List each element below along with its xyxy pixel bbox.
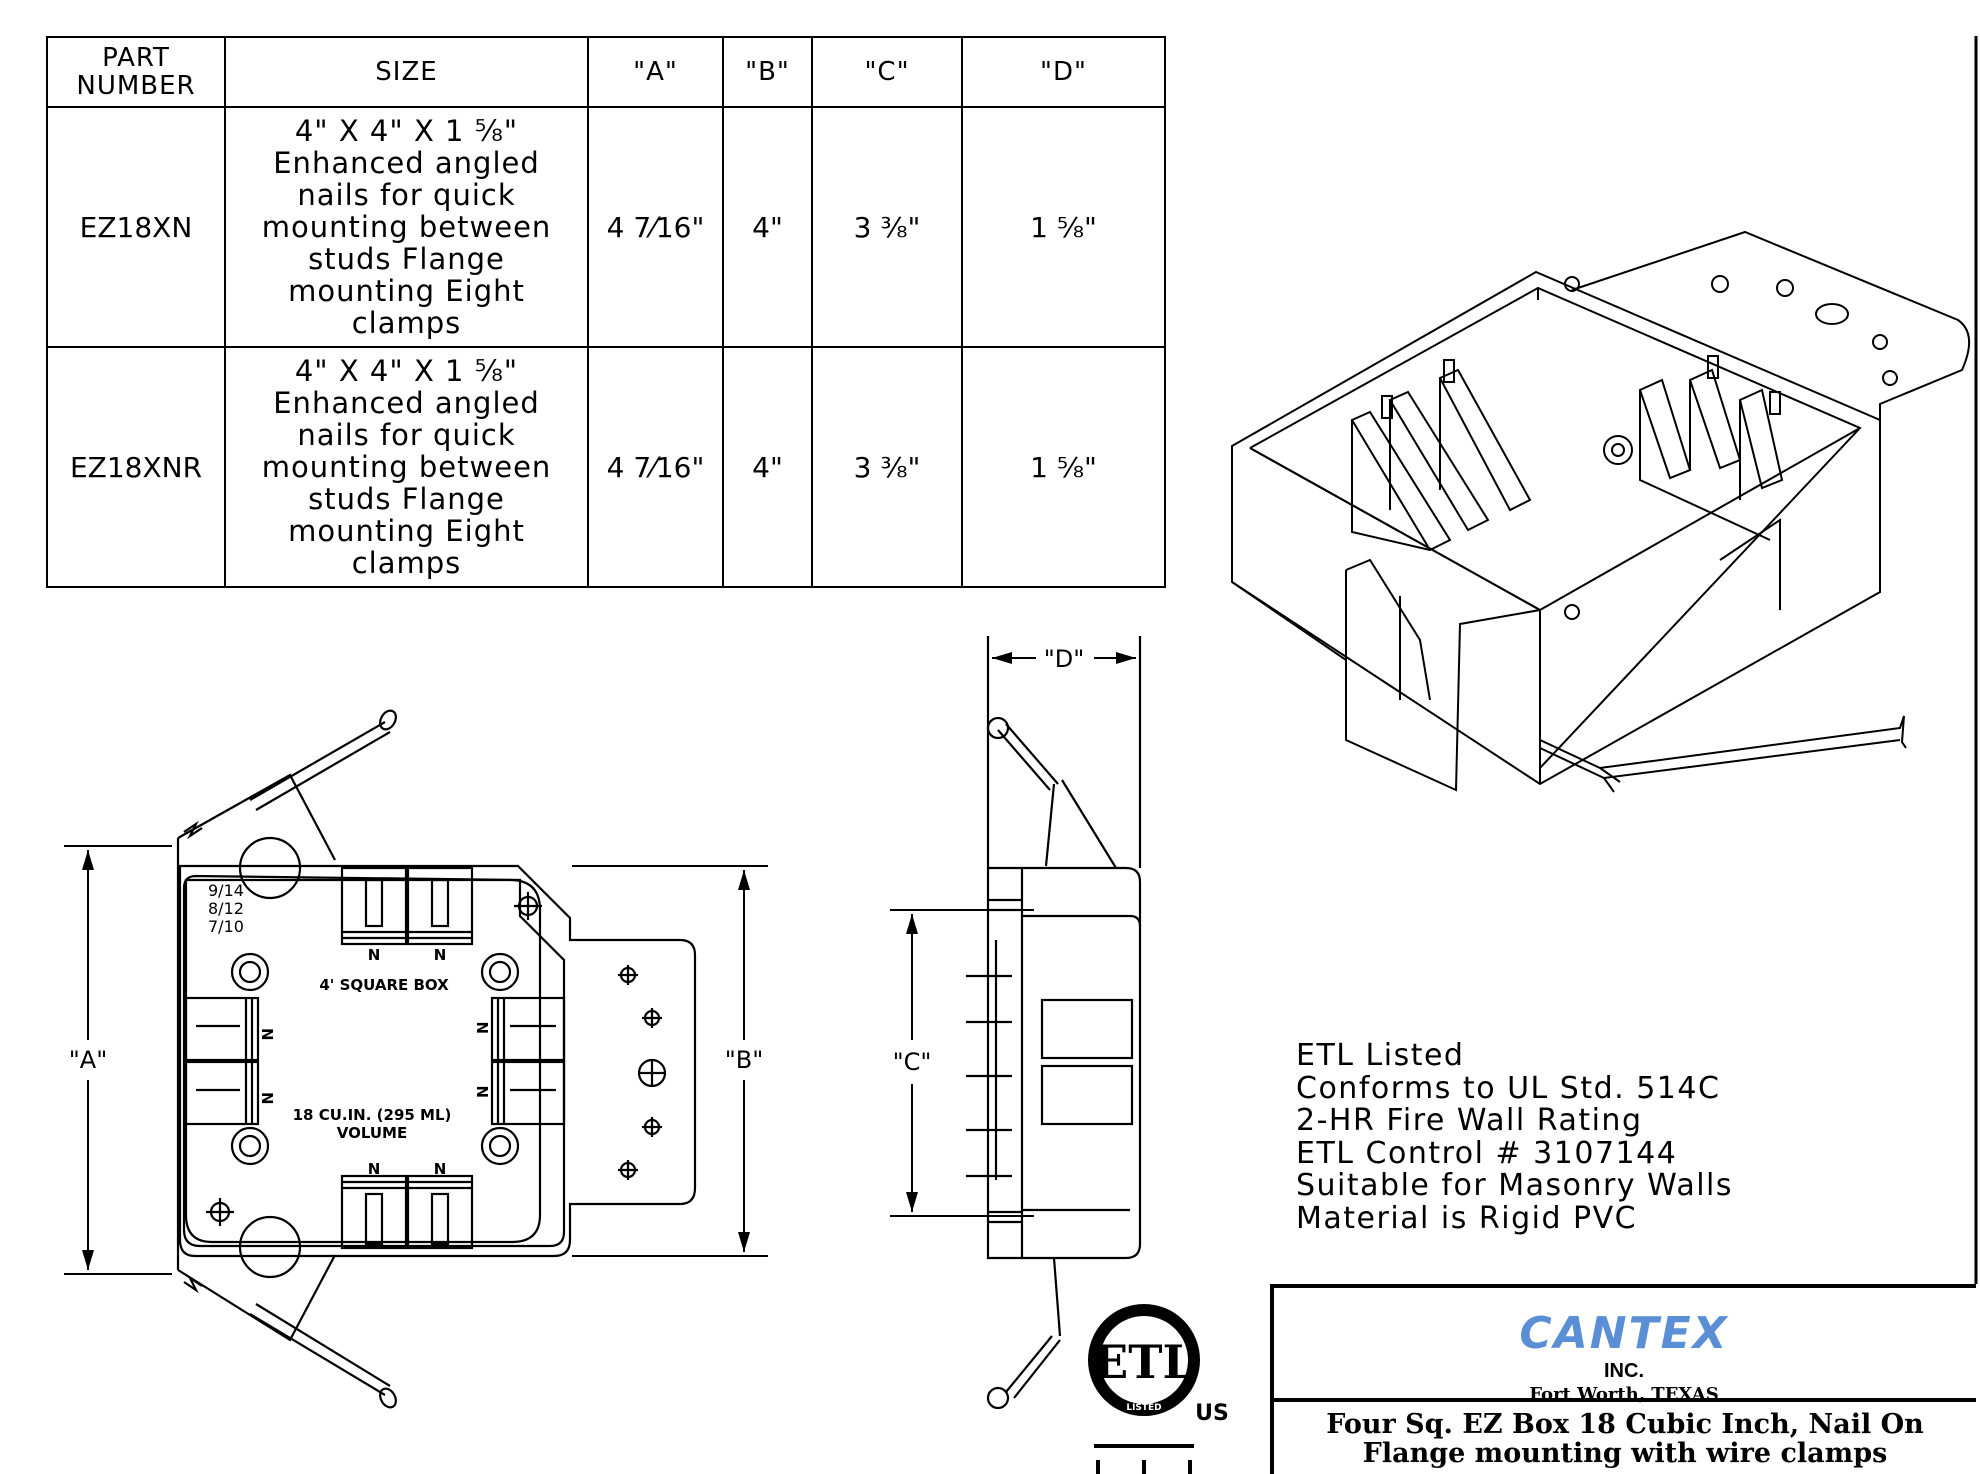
volume-line-2: VOLUME: [337, 1124, 407, 1142]
isometric-view: [1231, 230, 1970, 793]
header-part-number: PART NUMBER: [46, 36, 226, 108]
clamp-mark: N: [368, 1160, 381, 1178]
cell-size: 4" X 4" X 1 ⅝" Enhanced angled nails for…: [224, 106, 589, 348]
note-line: ETL Listed: [1296, 1038, 1465, 1073]
table-row: EZ18XNR 4" X 4" X 1 ⅝" Enhanced angled n…: [46, 346, 1166, 588]
clamp-mark: N: [434, 946, 447, 964]
dimension-a: [64, 845, 172, 1275]
cell-size: 4" X 4" X 1 ⅝" Enhanced angled nails for…: [224, 346, 589, 588]
cell-d: 1 ⅝": [961, 106, 1166, 348]
etl-ring-text: LISTED: [1126, 1403, 1161, 1413]
header-d: "D": [961, 36, 1166, 108]
dimension-b-label: "B": [725, 1046, 764, 1074]
note-line: Conforms to UL Std. 514C: [1296, 1070, 1721, 1106]
wire-size-3: 7/10: [208, 917, 244, 936]
front-view: [176, 709, 697, 1409]
note-line: 2-HR Fire Wall Rating: [1296, 1103, 1643, 1138]
header-c: "C": [811, 36, 963, 108]
box-label: 4' SQUARE BOX: [319, 976, 449, 994]
header-a: "A": [587, 36, 724, 108]
note-line: ETL Control # 3107144: [1296, 1135, 1678, 1171]
etl-letters: ETL: [1093, 1335, 1195, 1389]
volume-line-1: 18 CU.IN. (295 ML): [293, 1106, 452, 1124]
title-line-1: Four Sq. EZ Box 18 Cubic Inch, Nail On: [1326, 1409, 1924, 1440]
header-size: SIZE: [224, 36, 589, 108]
cell-a: 4 7⁄16": [587, 106, 724, 348]
cell-a: 4 7⁄16": [587, 346, 724, 588]
dimension-c-label: "C": [893, 1048, 932, 1076]
flange-holes: [618, 965, 667, 1180]
etl-listed-mark: ETL LISTED US: [1088, 1304, 1229, 1474]
dimension-c: [890, 909, 1034, 1217]
clamp-mark: N: [474, 1085, 492, 1098]
company-logo: CANTEX: [1519, 1308, 1729, 1359]
note-line: Suitable for Masonry Walls: [1296, 1168, 1734, 1203]
clamp-mark: N: [434, 1160, 447, 1178]
clamp-mark: N: [474, 1021, 492, 1034]
wire-size-2: 8/12: [208, 899, 244, 918]
cell-c: 3 ⅜": [811, 106, 963, 348]
wire-size-1: 9/14: [208, 881, 244, 900]
company-inc: INC.: [1604, 1360, 1644, 1382]
clamp-mark: N: [258, 1028, 276, 1041]
table-header-row: PART NUMBER SIZE "A" "B" "C" "D": [46, 36, 1166, 108]
listing-notes: ETL Listed Conforms to UL Std. 514C 2-HR…: [1296, 1038, 1734, 1236]
title-line-2: Flange mounting with wire clamps: [1362, 1438, 1888, 1469]
dimension-b: [572, 865, 768, 1257]
table-row: EZ18XN 4" X 4" X 1 ⅝" Enhanced angled na…: [46, 106, 1166, 348]
cell-b: 4": [722, 346, 813, 588]
drawing-title: Four Sq. EZ Box 18 Cubic Inch, Nail On F…: [1274, 1410, 1976, 1468]
title-divider: [1274, 1398, 1976, 1402]
dimension-a-label: "A": [69, 1046, 108, 1074]
cell-c: 3 ⅜": [811, 346, 963, 588]
cell-b: 4": [722, 106, 813, 348]
etl-country: US: [1195, 1401, 1229, 1426]
clamp-mark: N: [258, 1092, 276, 1105]
dimension-d-label: "D": [1044, 645, 1085, 673]
side-view: [966, 636, 1142, 1410]
header-b: "B": [722, 36, 813, 108]
title-block: CANTEX INC. Fort Worth, TEXAS Four Sq. E…: [1270, 1284, 1976, 1474]
note-line: Material is Rigid PVC: [1296, 1200, 1638, 1236]
clamp-mark: N: [368, 946, 381, 964]
specification-table: PART NUMBER SIZE "A" "B" "C" "D" EZ18XN …: [46, 36, 1166, 588]
cell-d: 1 ⅝": [961, 346, 1166, 588]
front-view-labels: 9/14 8/12 7/10 4' SQUARE BOX 18 CU.IN. (…: [208, 881, 492, 1178]
cell-part-number: EZ18XNR: [46, 346, 226, 588]
cell-part-number: EZ18XN: [46, 106, 226, 348]
